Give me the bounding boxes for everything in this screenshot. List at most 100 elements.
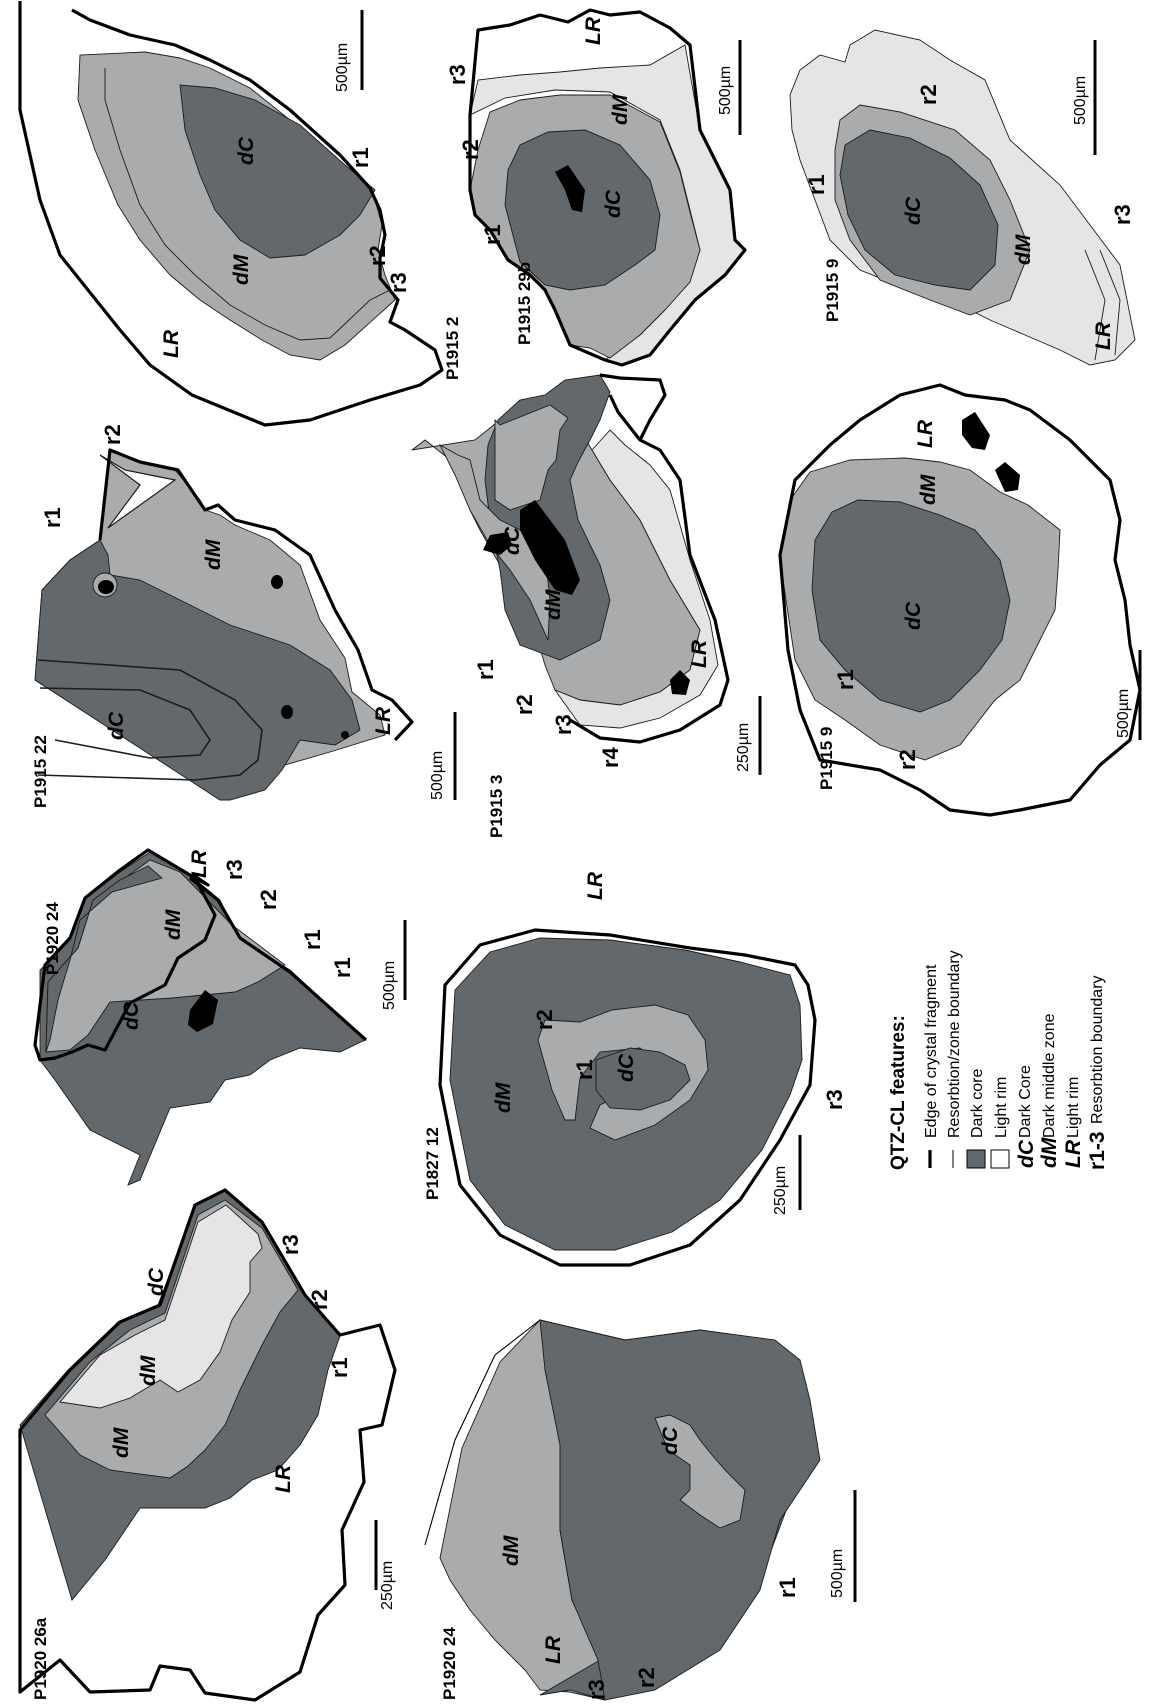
boundary-label: r2 [916, 84, 941, 105]
scale-label: 500µm [1115, 689, 1132, 738]
zone-label: dC [501, 526, 524, 555]
legend-title: QTZ-CL features: [888, 1015, 909, 1170]
zone-label: dM [230, 254, 253, 285]
zone-label: dM [609, 94, 632, 125]
sample-p1920-24-lower [425, 1320, 820, 1700]
zone-label: dC [615, 1053, 638, 1082]
legend-code: dM [1038, 1137, 1061, 1168]
boundary-label: r2 [458, 139, 483, 160]
zone-label: LR [688, 639, 711, 668]
legend-text: Resorbtion boundary [1089, 975, 1106, 1124]
scale-label: 250µm [379, 1561, 396, 1610]
inclusion [281, 705, 293, 719]
boundary-label: r1 [572, 1059, 597, 1080]
boundary-label: r2 [256, 889, 281, 910]
zone-label: LR [584, 871, 607, 900]
scale-label: 500µm [717, 66, 734, 115]
boundary-label: r2 [512, 694, 537, 715]
boundary-label: r3 [386, 272, 411, 293]
zone-label: LR [160, 329, 183, 358]
scale-label: 500µm [1072, 76, 1089, 125]
scale-label: 500µm [334, 43, 351, 92]
zone-label: dC [902, 196, 925, 225]
zone-label: LR [272, 1464, 295, 1493]
sample-label: P1915 2 [443, 317, 462, 380]
legend-swatch-light [991, 1150, 1009, 1168]
zone-label: LR [1092, 321, 1115, 350]
zone-label: dC [902, 601, 925, 630]
zone-label: dC [602, 189, 625, 218]
scale-bar: 500µm [429, 712, 455, 800]
boundary-label: r1 [348, 147, 373, 168]
legend-text: Dark core [969, 1069, 986, 1138]
zone-label: dM [202, 539, 225, 570]
sample-label: P1827 12 [423, 1127, 442, 1200]
zone-label: dM [492, 1082, 515, 1113]
boundary-label: r3 [278, 1234, 303, 1255]
zone-label: dC [235, 136, 258, 165]
boundary-label: r3 [822, 1089, 847, 1110]
sample-label: P1920 24 [43, 902, 62, 975]
zone-label: dC [120, 1001, 143, 1030]
legend-text: Light rim [1065, 1077, 1082, 1138]
sample-label: P1915 22 [31, 735, 50, 808]
scale-bar: 500µm [829, 1490, 855, 1602]
zone-label: dM [542, 589, 565, 620]
inclusion [98, 580, 114, 594]
legend-text: Light rim [993, 1077, 1010, 1138]
scale-bar: 500µm [381, 920, 405, 1010]
boundary-label: r2 [365, 245, 390, 266]
boundary-label: r1 [775, 1577, 800, 1598]
legend-text: Dark Core [1017, 1065, 1034, 1138]
legend-code: dC [1015, 1139, 1038, 1168]
zone-label: dM [1012, 234, 1035, 265]
scale-bar: 250µm [735, 696, 760, 775]
zone-label: LR [188, 849, 211, 878]
sample-label: P1915 9 [823, 259, 842, 322]
sample-p1920-26a [20, 1190, 395, 1700]
boundary-label: r2 [307, 1289, 332, 1310]
boundary-label: r3 [445, 64, 470, 85]
boundary-label: r1 [300, 929, 325, 950]
scale-label: 500µm [429, 751, 446, 800]
zone-label: LR [372, 706, 395, 735]
legend-swatch-dark [967, 1150, 985, 1168]
zone-label: LR [914, 419, 937, 448]
legend-text: Edge of crystal fragment [923, 964, 940, 1138]
boundary-label: r2 [532, 1009, 557, 1030]
boundary-label: r3 [551, 714, 576, 735]
zone-label: dM [110, 1427, 133, 1458]
boundary-label: r1 [473, 659, 498, 680]
boundary-label: r2 [895, 749, 920, 770]
zone-label: dM [162, 909, 185, 940]
boundary-label: r3 [1110, 204, 1135, 225]
boundary-label: r1 [833, 669, 858, 690]
scale-label: 500µm [381, 961, 398, 1010]
sample-label: P1915 29b [515, 262, 534, 345]
scale-label: 500µm [829, 1549, 846, 1598]
zone-label: LR [542, 1635, 565, 1664]
inclusion [341, 731, 349, 739]
scale-bar: 500µm [1072, 40, 1095, 155]
boundary-label: r1 [804, 174, 829, 195]
zone-label: dC [145, 1267, 168, 1296]
zone-label: dC [105, 711, 128, 740]
scale-bar: 500µm [717, 40, 740, 135]
boundary-label: r4 [598, 746, 623, 768]
sample-p1915-22 [35, 450, 412, 805]
sample-p1915-3 [412, 370, 728, 742]
boundary-label: r3 [584, 1679, 609, 1700]
legend-text: Dark middle zone [1041, 1013, 1058, 1138]
sample-label: P1915 3 [487, 775, 506, 838]
legend: QTZ-CL features: Edge of crystal fragmen… [888, 950, 1109, 1170]
scale-bar: 250µm [376, 1520, 396, 1610]
zone-label: dC [659, 1426, 682, 1455]
sample-label: P1920 26a [31, 1617, 50, 1700]
sample-p1920-24-upper [35, 850, 366, 1185]
scale-bar: 500µm [334, 10, 362, 92]
boundary-label: r2 [634, 1667, 659, 1688]
boundary-label: r1 [480, 224, 505, 245]
zone-label: dM [137, 1355, 160, 1386]
sample-label: P1920 24 [440, 1627, 459, 1700]
